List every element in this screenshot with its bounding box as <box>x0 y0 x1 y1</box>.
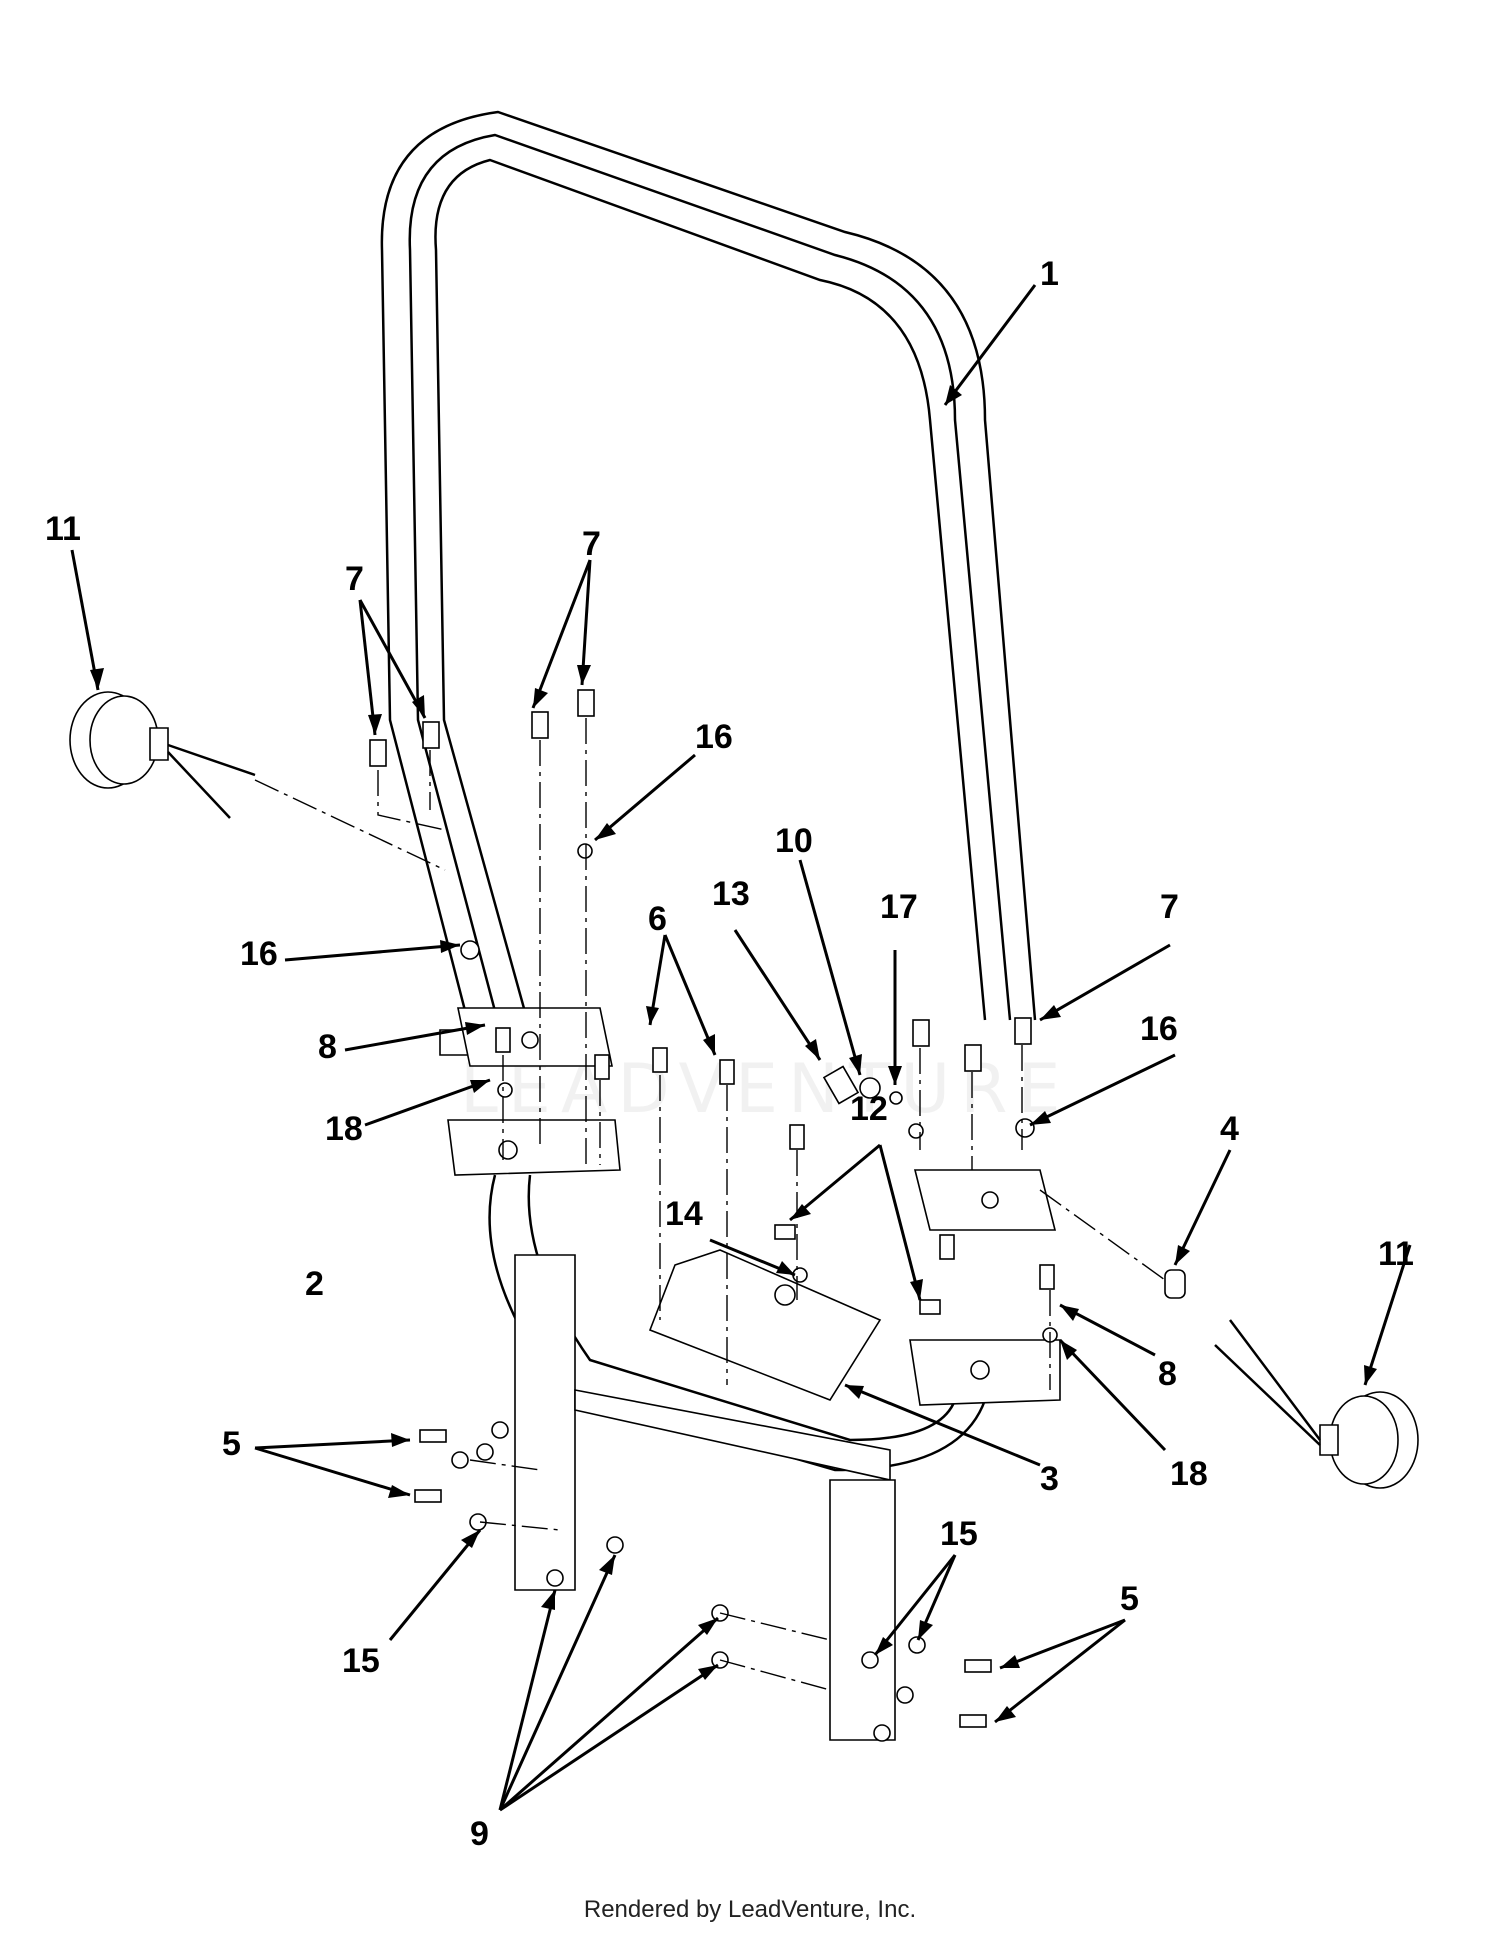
right-lamp <box>1214 1319 1419 1489</box>
callout-10: 10 <box>775 822 813 860</box>
callout-9: 9 <box>470 1815 489 1853</box>
callout-16-top: 16 <box>695 718 733 756</box>
callouts: 1 11 7 7 16 10 13 17 6 7 16 16 8 18 12 4… <box>45 255 1414 1853</box>
callout-11-right: 11 <box>1378 1235 1414 1273</box>
callout-16-left: 16 <box>240 935 278 973</box>
right-plate <box>909 1169 1061 1406</box>
callout-5-left: 5 <box>222 1425 241 1463</box>
callout-2: 2 <box>305 1265 324 1303</box>
callout-18-left: 18 <box>325 1110 363 1148</box>
callout-8-right: 8 <box>1158 1355 1177 1393</box>
callout-15-left: 15 <box>342 1642 380 1680</box>
callout-7-middle: 7 <box>582 525 601 563</box>
callout-1: 1 <box>1040 255 1059 293</box>
hardware <box>369 689 1186 1742</box>
callout-12: 12 <box>850 1090 888 1128</box>
base-frame <box>488 1174 987 1741</box>
callout-6: 6 <box>648 900 667 938</box>
center-bracket <box>648 1249 882 1401</box>
left-lamp <box>69 691 256 819</box>
callout-7-right: 7 <box>1160 888 1179 926</box>
callout-3: 3 <box>1040 1460 1059 1498</box>
rops-hoop <box>380 110 1037 1056</box>
callout-18-right: 18 <box>1170 1455 1208 1493</box>
callout-17: 17 <box>880 888 918 926</box>
callout-14: 14 <box>665 1195 703 1233</box>
callout-5-right: 5 <box>1120 1580 1139 1618</box>
callout-7-left: 7 <box>345 560 364 598</box>
assembly-lines <box>254 718 1166 1691</box>
callout-16-right: 16 <box>1140 1010 1178 1048</box>
callout-8-left: 8 <box>318 1028 337 1066</box>
callout-13: 13 <box>712 875 750 913</box>
callout-15-right: 15 <box>940 1515 978 1553</box>
footer-credit: Rendered by LeadVenture, Inc. <box>583 1896 917 1923</box>
callout-11-left: 11 <box>45 510 81 548</box>
callout-4: 4 <box>1220 1110 1239 1148</box>
leader-arrows <box>70 284 1412 1812</box>
